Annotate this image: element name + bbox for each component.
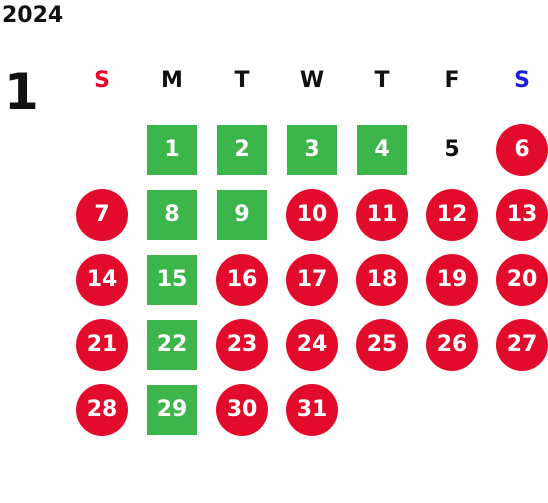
weekday-0: S	[94, 68, 110, 93]
weekday-1: M	[161, 68, 183, 93]
day-1[interactable]: 1	[147, 125, 197, 175]
weekday-6: S	[514, 68, 530, 93]
day-21[interactable]: 21	[76, 319, 128, 371]
day-8[interactable]: 8	[147, 190, 197, 240]
day-26[interactable]: 26	[426, 319, 478, 371]
day-14[interactable]: 14	[76, 254, 128, 306]
day-3[interactable]: 3	[287, 125, 337, 175]
day-22[interactable]: 22	[147, 320, 197, 370]
day-10[interactable]: 10	[286, 189, 338, 241]
day-7[interactable]: 7	[76, 189, 128, 241]
weekday-5: F	[444, 68, 460, 93]
weekday-3: W	[299, 68, 325, 93]
day-18[interactable]: 18	[356, 254, 408, 306]
day-29[interactable]: 29	[147, 385, 197, 435]
day-27[interactable]: 27	[496, 319, 548, 371]
year-label: 2024	[2, 3, 64, 28]
day-31[interactable]: 31	[286, 384, 338, 436]
day-5[interactable]: 5	[444, 137, 460, 162]
day-4[interactable]: 4	[357, 125, 407, 175]
day-30[interactable]: 30	[216, 384, 268, 436]
day-9[interactable]: 9	[217, 190, 267, 240]
day-16[interactable]: 16	[216, 254, 268, 306]
day-17[interactable]: 17	[286, 254, 338, 306]
day-11[interactable]: 11	[356, 189, 408, 241]
month-label: 1	[4, 63, 39, 121]
day-13[interactable]: 13	[496, 189, 548, 241]
day-25[interactable]: 25	[356, 319, 408, 371]
day-28[interactable]: 28	[76, 384, 128, 436]
day-6[interactable]: 6	[496, 124, 548, 176]
weekday-2: T	[234, 68, 250, 93]
day-20[interactable]: 20	[496, 254, 548, 306]
day-2[interactable]: 2	[217, 125, 267, 175]
day-15[interactable]: 15	[147, 255, 197, 305]
weekday-4: T	[374, 68, 390, 93]
day-19[interactable]: 19	[426, 254, 478, 306]
day-12[interactable]: 12	[426, 189, 478, 241]
day-24[interactable]: 24	[286, 319, 338, 371]
day-23[interactable]: 23	[216, 319, 268, 371]
